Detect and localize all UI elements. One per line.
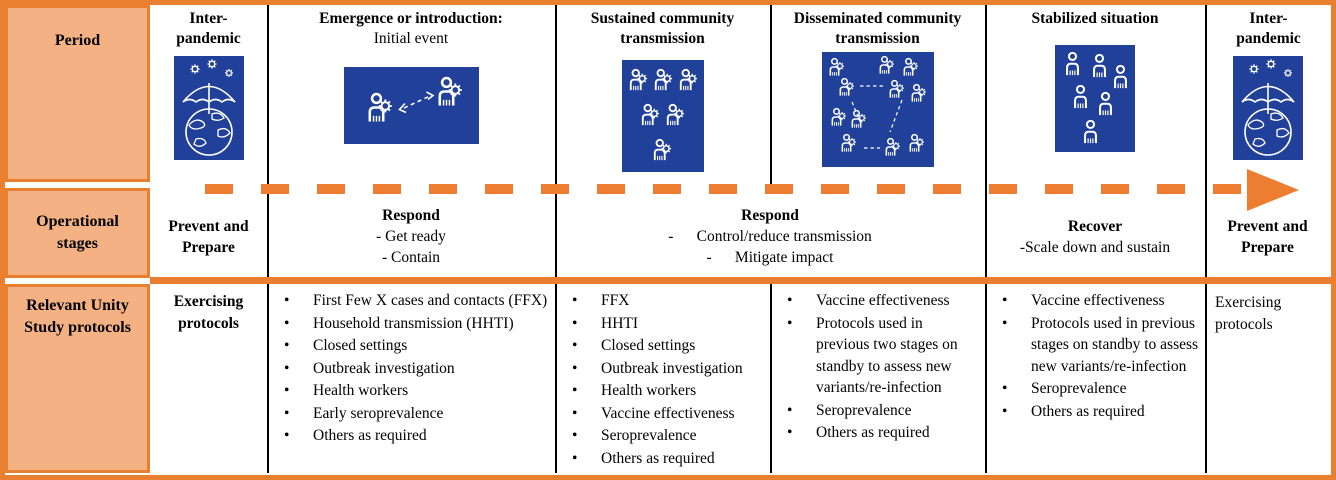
timeline-arrowhead-icon bbox=[1247, 169, 1299, 211]
stage-prevent-prepare-end: Prevent and Prepare bbox=[1205, 196, 1330, 277]
list-item: Others as required bbox=[267, 425, 555, 447]
row-label-operational-stages: Operational stages bbox=[5, 188, 150, 278]
protocols-exercising-start: Exercising protocols bbox=[173, 293, 244, 332]
person-to-person-transmission-icon bbox=[344, 67, 479, 144]
period-title: Inter- pandemic bbox=[176, 10, 241, 47]
list-item: FFX bbox=[555, 290, 770, 312]
list-item: Others as required bbox=[770, 422, 985, 444]
timeline-dashed-arrow bbox=[205, 184, 1245, 194]
protocols-stabilized-list: Vaccine effectiveness Protocols used in … bbox=[985, 286, 1205, 473]
orange-separator-line bbox=[150, 277, 1336, 284]
list-item: Health workers bbox=[555, 380, 770, 402]
period-header-interpandemic-end: Inter- pandemic bbox=[1207, 9, 1330, 49]
column-divider bbox=[770, 5, 772, 194]
list-item: Early seroprevalence bbox=[267, 403, 555, 425]
stage-item: -Scale down and sustain bbox=[1019, 238, 1171, 256]
column-divider bbox=[985, 5, 987, 277]
row-label-period: Period bbox=[5, 5, 150, 182]
umbrella-globe-icon bbox=[174, 56, 244, 160]
list-item: Closed settings bbox=[267, 335, 555, 357]
stage-item: - Mitigate impact bbox=[706, 249, 834, 266]
list-item: Protocols used in previous two stages on… bbox=[770, 313, 985, 399]
list-item: Others as required bbox=[555, 448, 770, 470]
list-item: Household transmission (HHTI) bbox=[267, 313, 555, 335]
stage-title: Respond bbox=[741, 207, 799, 224]
stage-prevent-prepare-start: Prevent and Prepare bbox=[150, 196, 267, 277]
period-header-emergence: Emergence or introduction: Initial event bbox=[272, 9, 550, 49]
period-title: Sustained community transmission bbox=[590, 10, 735, 47]
period-title: Disseminated community transmission bbox=[793, 10, 962, 47]
stage-item: - Contain bbox=[381, 249, 441, 266]
list-item: Others as required bbox=[985, 401, 1205, 423]
column-divider bbox=[267, 5, 269, 277]
protocols-emergence-list: First Few X cases and contacts (FFX) Hou… bbox=[267, 286, 555, 473]
infected-group-icon bbox=[622, 60, 704, 172]
list-item: Vaccine effectiveness bbox=[555, 403, 770, 425]
column-divider bbox=[1205, 5, 1207, 277]
period-subtitle: Initial event bbox=[373, 30, 449, 47]
period-header-sustained: Sustained community transmission bbox=[560, 9, 765, 49]
stage-title: Recover bbox=[1067, 217, 1123, 235]
row-label-protocols: Relevant Unity Study protocols bbox=[5, 284, 150, 473]
period-title: Emergence or introduction: bbox=[319, 10, 503, 27]
column-divider bbox=[1205, 284, 1207, 473]
period-header-stabilized: Stabilized situation bbox=[990, 9, 1200, 29]
stage-title: Prevent and Prepare bbox=[1227, 217, 1308, 256]
protocols-disseminated-list: Vaccine effectiveness Protocols used in … bbox=[770, 286, 985, 473]
protocols-exercising-end: Exercising protocols bbox=[1215, 294, 1282, 333]
list-item: Outbreak investigation bbox=[555, 358, 770, 380]
column-divider bbox=[555, 5, 557, 277]
people-group-icon bbox=[1055, 45, 1135, 152]
row-label-text: Operational stages bbox=[36, 213, 119, 252]
stage-item: - Get ready bbox=[376, 228, 446, 245]
period-header-disseminated: Disseminated community transmission bbox=[775, 9, 980, 49]
period-title: Stabilized situation bbox=[1031, 10, 1159, 27]
stage-title: Respond bbox=[382, 207, 440, 224]
list-item: Seroprevalence bbox=[770, 400, 985, 422]
period-title: Inter- pandemic bbox=[1236, 10, 1301, 47]
list-item: Vaccine effectiveness bbox=[985, 290, 1205, 312]
umbrella-globe-icon bbox=[1233, 56, 1303, 160]
stage-respond-early: Respond - Get ready - Contain bbox=[267, 196, 555, 277]
stage-item: - Control/reduce transmission bbox=[668, 228, 872, 245]
list-item: Protocols used in previous stages on sta… bbox=[985, 313, 1205, 378]
list-item: First Few X cases and contacts (FFX) bbox=[267, 290, 555, 312]
list-item: Seroprevalence bbox=[555, 425, 770, 447]
list-item: Health workers bbox=[267, 380, 555, 402]
list-item: Seroprevalence bbox=[985, 378, 1205, 400]
list-item: Closed settings bbox=[555, 335, 770, 357]
infected-network-icon bbox=[822, 52, 934, 167]
list-item: Vaccine effectiveness bbox=[770, 290, 985, 312]
period-header-interpandemic-start: Inter- pandemic bbox=[150, 9, 267, 49]
stage-respond-main: Respond - Control/reduce transmission - … bbox=[555, 196, 985, 277]
list-item: Outbreak investigation bbox=[267, 358, 555, 380]
stage-title: Prevent and Prepare bbox=[168, 217, 249, 256]
list-item: HHTI bbox=[555, 313, 770, 335]
protocols-sustained-list: FFX HHTI Closed settings Outbreak invest… bbox=[555, 286, 770, 473]
stage-recover: Recover -Scale down and sustain bbox=[985, 196, 1205, 277]
